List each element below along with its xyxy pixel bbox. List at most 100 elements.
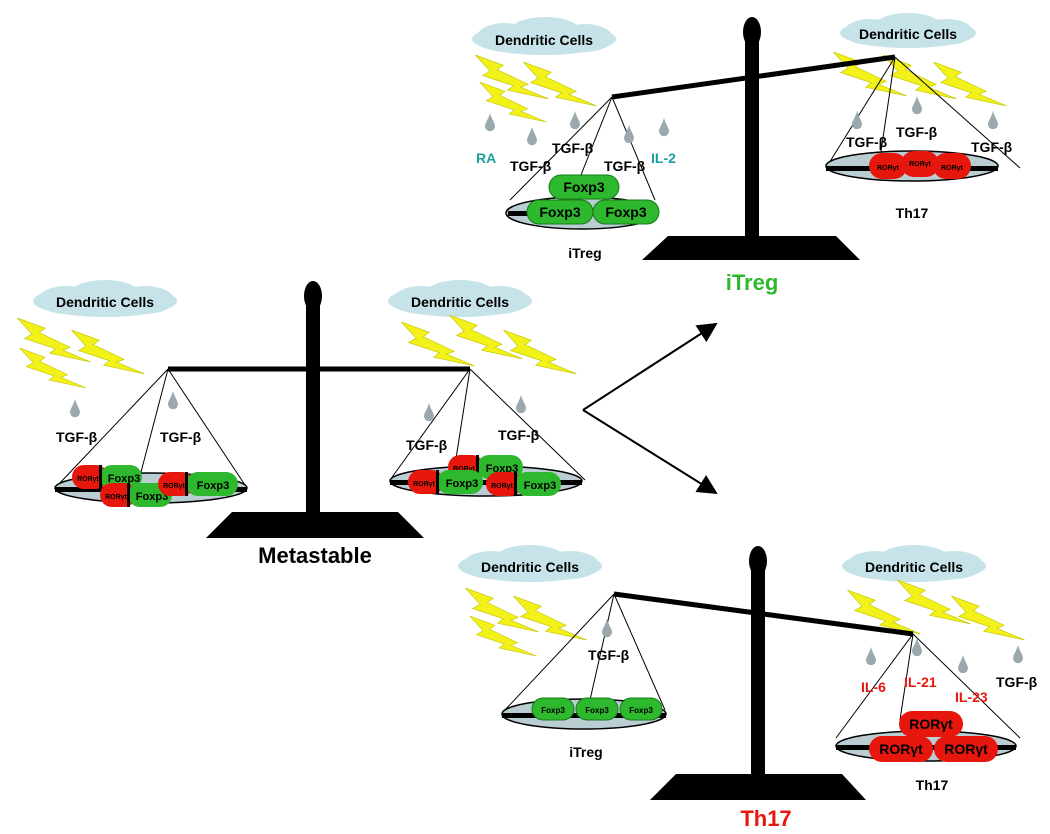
svg-text:RORγt: RORγt <box>909 716 953 732</box>
pan-label: Th17 <box>896 205 929 221</box>
rorgt-foxp3-pill: RORγt Foxp3 <box>72 465 142 489</box>
svg-text:Foxp3: Foxp3 <box>605 204 646 220</box>
svg-text:Foxp3: Foxp3 <box>446 478 478 490</box>
cytokine-label: IL-21 <box>904 674 937 690</box>
svg-text:RORγt: RORγt <box>944 741 988 757</box>
lightning-bolt-icon <box>950 596 1026 640</box>
svg-text:RORγt: RORγt <box>77 476 99 483</box>
svg-text:Foxp3: Foxp3 <box>524 480 556 492</box>
cloud-icon <box>472 17 616 55</box>
pan-label: Th17 <box>916 777 949 793</box>
foxp3-pill: Foxp3 <box>531 697 575 721</box>
foxp3-pill: Foxp3 <box>526 199 594 225</box>
cytokine-label: IL-6 <box>861 679 886 695</box>
branch-arrows <box>582 322 718 495</box>
cytokine-label: TGF-β <box>160 429 202 445</box>
svg-text:Foxp3: Foxp3 <box>585 706 609 715</box>
svg-text:RORγt: RORγt <box>877 165 899 172</box>
svg-text:Foxp3: Foxp3 <box>108 473 140 485</box>
panel-title-th17: Th17 <box>740 806 791 831</box>
cytokine-label: IL-23 <box>955 689 988 705</box>
cytokine-label: TGF-β <box>588 647 630 663</box>
pan-label: iTreg <box>569 744 602 760</box>
rorgt-foxp3-pill: RORγt Foxp3 <box>486 472 561 496</box>
dendritic-cells-label: Dendritic Cells <box>495 32 593 48</box>
scale-beam <box>611 54 896 100</box>
svg-text:RORγt: RORγt <box>413 481 435 488</box>
droplet-icon <box>958 654 968 674</box>
svg-text:RORγt: RORγt <box>491 483 513 490</box>
cloud-icon <box>33 280 177 317</box>
dendritic-cells-label: Dendritic Cells <box>56 294 154 310</box>
panel-title-metastable: Metastable <box>258 543 372 568</box>
scale-base <box>206 512 424 538</box>
dendritic-cells-label: Dendritic Cells <box>411 294 509 310</box>
svg-text:RORγt: RORγt <box>163 483 185 490</box>
svg-text:Foxp3: Foxp3 <box>629 706 653 715</box>
cloud-icon <box>388 280 532 317</box>
arrow-icon <box>582 322 718 411</box>
svg-text:Foxp3: Foxp3 <box>541 706 565 715</box>
foxp3-pill: Foxp3 <box>575 697 619 721</box>
svg-text:Foxp3: Foxp3 <box>197 480 229 492</box>
cytokine-label: TGF-β <box>896 124 938 140</box>
svg-text:Foxp3: Foxp3 <box>136 491 168 503</box>
scale-pole <box>751 570 765 788</box>
lightning-bolt-icon <box>70 330 146 374</box>
cytokine-label: TGF-β <box>406 437 448 453</box>
scale-pole <box>306 304 320 514</box>
scale-beam <box>613 591 914 637</box>
svg-text:RORγt: RORγt <box>453 466 475 473</box>
metastable-balance-panel: Dendritic Cells Dendritic Cells <box>16 280 586 568</box>
droplet-icon <box>912 637 922 657</box>
panel-title-itreg: iTreg <box>726 270 779 295</box>
svg-text:RORγt: RORγt <box>909 161 931 168</box>
droplet-icon <box>424 402 434 422</box>
cytokine-label: RA <box>476 150 496 166</box>
arrow-icon <box>582 409 718 495</box>
droplet-icon <box>624 124 634 144</box>
foxp3-pill: Foxp3 <box>619 697 663 721</box>
rorgt-pill: RORγt <box>899 711 963 737</box>
droplet-icon <box>866 646 876 666</box>
th17-balance-panel: Dendritic Cells Dendritic Cells <box>458 545 1038 831</box>
cloud-icon <box>842 545 986 582</box>
droplet-icon <box>70 398 80 418</box>
droplet-icon <box>168 390 178 410</box>
rorgt-pill: RORγt <box>933 153 971 179</box>
svg-text:Foxp3: Foxp3 <box>486 463 518 475</box>
scale-base <box>642 236 860 260</box>
svg-text:RORγt: RORγt <box>941 165 963 172</box>
cytokine-label: TGF-β <box>846 134 888 150</box>
droplet-icon <box>852 110 862 130</box>
cytokine-label: TGF-β <box>498 427 540 443</box>
lightning-bolt-icon <box>522 62 598 106</box>
droplet-icon <box>602 618 612 638</box>
droplet-icon <box>988 110 998 130</box>
cytokine-label: TGF-β <box>56 429 98 445</box>
droplet-icon <box>912 95 922 115</box>
dendritic-cells-label: Dendritic Cells <box>859 26 957 42</box>
cytokine-label: IL-2 <box>651 150 676 166</box>
droplet-icon <box>527 126 537 146</box>
rorgt-foxp3-pill: RORγt Foxp3 <box>408 470 483 494</box>
scale-knob <box>749 546 767 576</box>
cytokine-label: TGF-β <box>996 674 1038 690</box>
cloud-icon <box>458 545 602 582</box>
foxp3-pill: Foxp3 <box>592 199 660 225</box>
svg-text:RORγt: RORγt <box>105 494 127 501</box>
cytokine-label: TGF-β <box>552 140 594 156</box>
rorgt-pill: RORγt <box>869 153 907 179</box>
rorgt-pill: RORγt <box>901 151 939 177</box>
foxp3-pill: Foxp3 <box>548 174 620 200</box>
droplet-icon <box>1013 644 1023 664</box>
pan-label: iTreg <box>568 245 601 261</box>
droplet-icon <box>570 110 580 130</box>
lightning-bolt-icon <box>512 596 588 640</box>
rorgt-pill: RORγt <box>869 736 933 762</box>
svg-text:RORγt: RORγt <box>879 741 923 757</box>
lightning-bolt-icon <box>502 330 578 374</box>
svg-text:Foxp3: Foxp3 <box>539 204 580 220</box>
cloud-icon <box>840 13 976 48</box>
scale-knob <box>304 281 322 311</box>
